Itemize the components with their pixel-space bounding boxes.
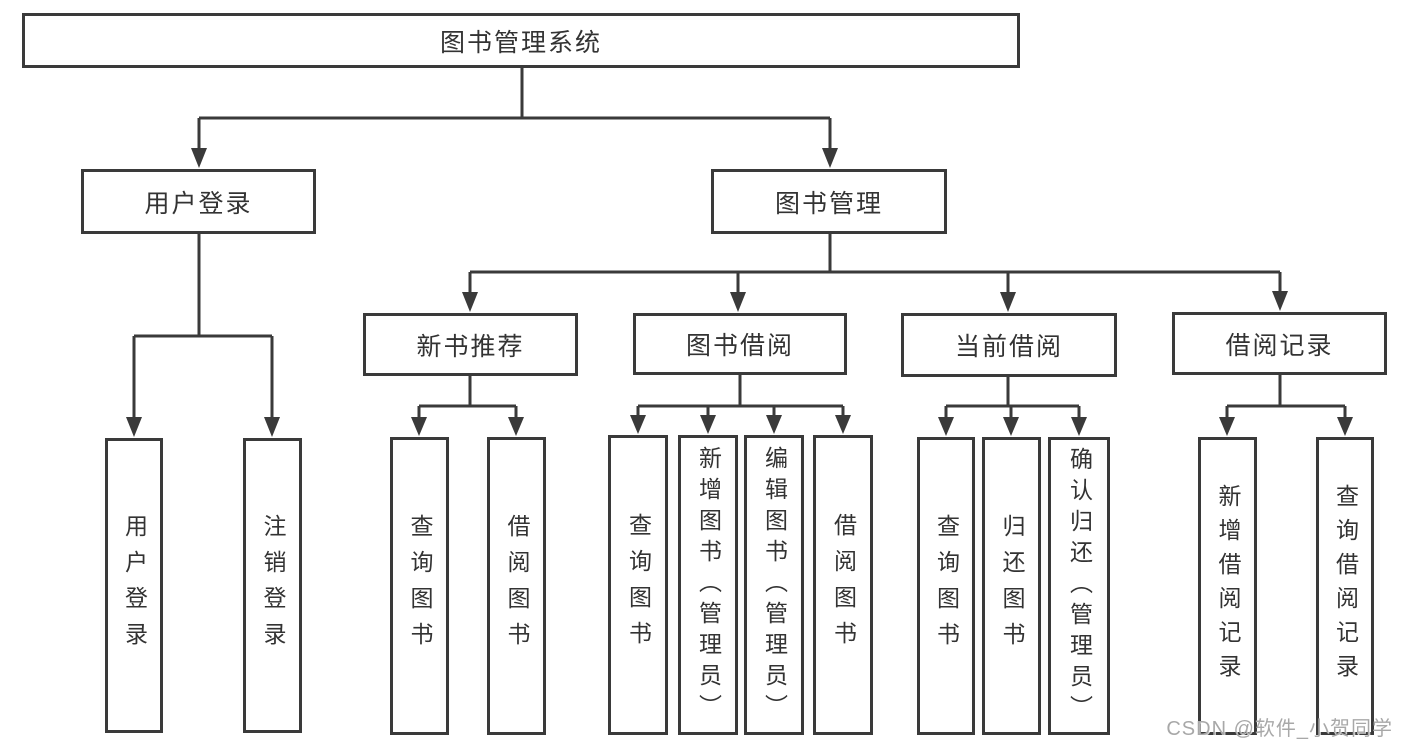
leaf-edit-books-admin: 编辑图书（管理员） bbox=[744, 435, 804, 735]
leaf-add-books-admin: 新增图书（管理员） bbox=[678, 435, 738, 735]
node-book-management: 图书管理 bbox=[711, 169, 947, 234]
leaf-add-borrow-record: 新增借阅记录 bbox=[1198, 437, 1257, 735]
node-root: 图书管理系统 bbox=[22, 13, 1020, 68]
csdn-watermark: CSDN @软件_小贺同学 bbox=[1166, 718, 1393, 740]
connector-book-borrow-children bbox=[630, 375, 851, 434]
connector-root-to-level2 bbox=[191, 68, 838, 168]
node-borrow-records: 借阅记录 bbox=[1172, 312, 1387, 375]
leaf-confirm-return-admin: 确认归还（管理员） bbox=[1048, 437, 1110, 735]
connector-book-management-to-level3 bbox=[462, 234, 1288, 312]
node-current-borrow: 当前借阅 bbox=[901, 313, 1117, 377]
leaf-borrow-books-recommend: 借阅图书 bbox=[487, 437, 546, 735]
leaf-query-books-recommend: 查询图书 bbox=[390, 437, 449, 735]
node-book-borrow: 图书借阅 bbox=[633, 313, 847, 375]
leaf-query-borrow-record: 查询借阅记录 bbox=[1316, 437, 1374, 735]
leaf-user-login: 用户登录 bbox=[105, 438, 163, 733]
connector-new-book-recommend-children bbox=[411, 376, 524, 436]
leaf-logout: 注销登录 bbox=[243, 438, 302, 733]
node-user-login: 用户登录 bbox=[81, 169, 316, 234]
leaf-borrow-books: 借阅图书 bbox=[813, 435, 873, 735]
connector-user-login-children bbox=[126, 234, 280, 437]
connector-current-borrow-children bbox=[938, 377, 1087, 436]
leaf-query-books-current: 查询图书 bbox=[917, 437, 975, 735]
leaf-query-books-borrow: 查询图书 bbox=[608, 435, 668, 735]
node-new-book-recommend: 新书推荐 bbox=[363, 313, 578, 376]
connector-borrow-records-children bbox=[1219, 375, 1353, 436]
leaf-return-books: 归还图书 bbox=[982, 437, 1041, 735]
